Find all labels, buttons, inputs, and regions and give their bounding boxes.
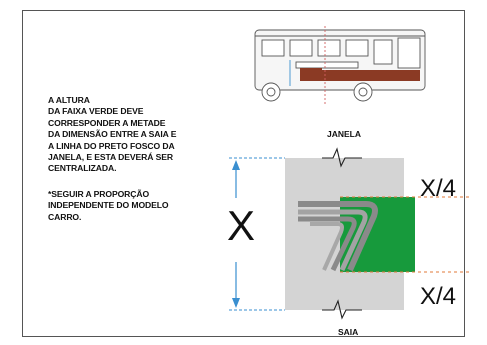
instruction-line: A ALTURA [48, 95, 90, 105]
height-label: X [227, 202, 256, 249]
saia-break-mark [322, 299, 362, 320]
instruction-line: CORRESPONDER A METADE [48, 117, 166, 128]
instruction-line: A LINHA DO PRETO FOSCO DA [48, 140, 175, 151]
instruction-line: DA DIMENSÃO ENTRE A SAIA E [48, 129, 177, 140]
upper-quarter-label: X/4 [420, 175, 457, 202]
janela-break-mark [322, 147, 362, 168]
janela-label: JANELA [327, 129, 362, 139]
instruction-line: JANELA, E ESTA DEVERÁ SER [48, 152, 173, 163]
note-line: INDEPENDENTE DO MODELO [48, 200, 169, 211]
note-line: *SEGUIR A PROPORÇÃO [48, 188, 150, 199]
logo-mark [298, 201, 378, 272]
instruction-line: CENTRALIZADA. [48, 163, 117, 174]
saia-label: SAIA [338, 327, 359, 337]
bus-icon [254, 26, 426, 104]
instructions-text: A ALTURA DA FAIXA VERDE DEVE CORRESPONDE… [48, 95, 213, 223]
height-dimension-arrow [229, 157, 285, 311]
lower-quarter-label: X/4 [420, 283, 457, 310]
note-line: CARRO. [48, 211, 82, 222]
instruction-line: DA FAIXA VERDE DEVE [48, 106, 144, 117]
